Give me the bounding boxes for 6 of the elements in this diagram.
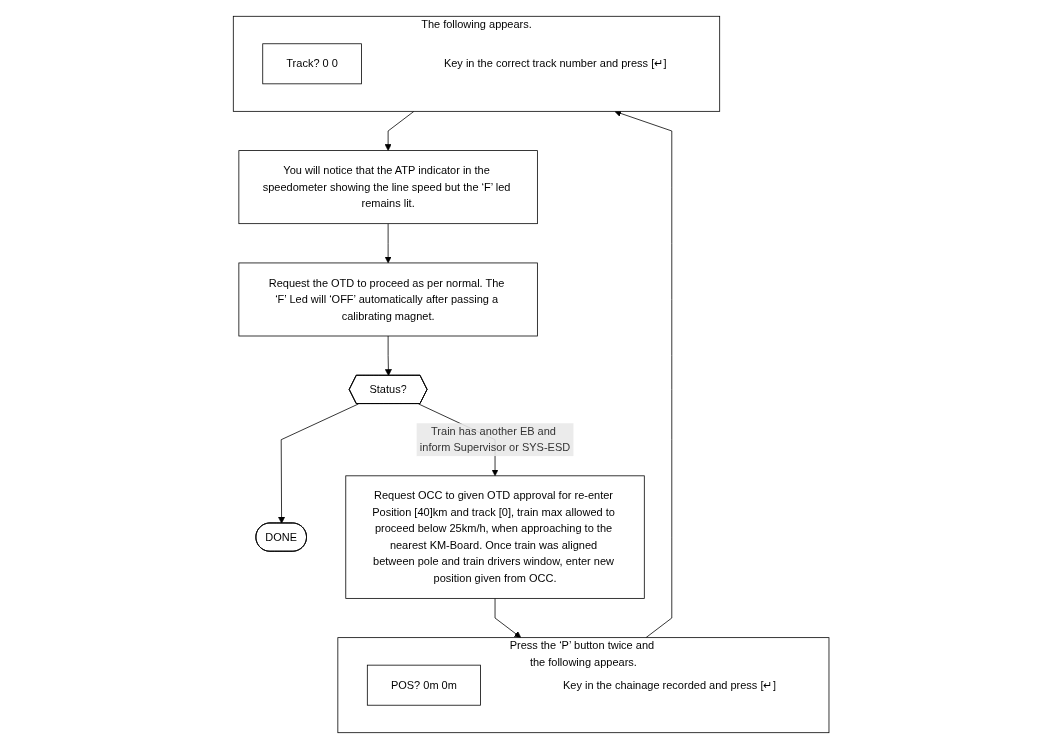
node-box: Request the OTD to proceed as per normal. The ‘F’ Led will ‘OFF’ automatically after passing a calibrating magnet.: [238, 262, 539, 337]
node-box: POS? 0m 0m: [367, 664, 482, 706]
node-box: Request OCC to given OTD approval for re-enter Position [40]km and track [0], train max allowed to proceed below 25km/h, when approaching to the nearest KM-Board. Once train was aligned between pole and train drivers window, enter new position given from OCC.: [345, 475, 646, 599]
edge-label: Train has another EB and inform Supervisor or SYS-ESD: [420, 424, 571, 454]
node-box: You will notice that the ATP indicator in the speedometer showing the line speed but the ‘F’ led remains lit.: [238, 150, 539, 225]
node-box: Track? 0 0: [262, 43, 363, 85]
